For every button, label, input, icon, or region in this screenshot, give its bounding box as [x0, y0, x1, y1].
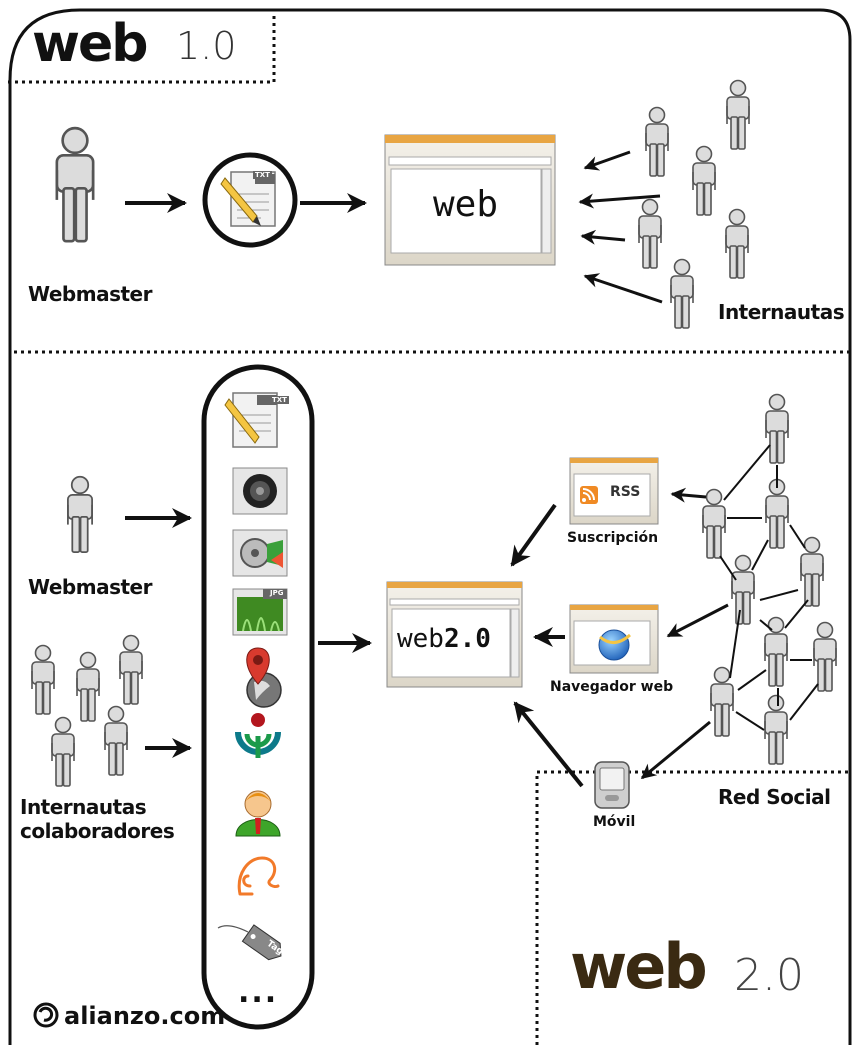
logo-bottom-frame [535, 770, 850, 1045]
outer-frame [8, 8, 852, 1045]
arrow-internauta-to-browser [583, 273, 663, 304]
collaborator-person-icon [51, 716, 75, 787]
internauta-person-icon [638, 198, 662, 269]
tools-ellipsis: ... [238, 975, 279, 1010]
browser-web1-text: web [433, 184, 499, 225]
collaborators-label: Internautas colaboradores [20, 795, 175, 843]
social-person-icon [765, 393, 789, 464]
internauta-person-icon [726, 79, 750, 150]
suscripcion-label: Suscripción [567, 530, 659, 546]
social-person-icon [765, 478, 789, 549]
social-person-icon [702, 488, 726, 559]
arrow-social-to-navegador [666, 603, 729, 638]
arrow-internauta-to-browser [580, 229, 626, 245]
internauta-person-icon [645, 106, 669, 177]
webmaster-person-icon [67, 475, 93, 553]
social-person-icon [731, 554, 755, 625]
social-person-icon [813, 621, 837, 692]
speaker-icon [232, 467, 288, 515]
logo-bottom-version: 2.0 [734, 950, 804, 1001]
rss-window [569, 457, 659, 525]
wikimedia-icon [235, 713, 281, 758]
mobile-phone-icon [594, 761, 630, 809]
collaborator-person-icon [76, 651, 100, 722]
tag-icon [217, 924, 282, 961]
arrow-social-to-rss [670, 487, 707, 503]
arrow-internauta-to-browser [583, 150, 631, 171]
webmaster-label-web1: Webmaster [28, 282, 152, 306]
internauta-person-icon [692, 145, 716, 216]
arrow-rss-to-browser [510, 503, 557, 567]
user-avatar-icon [235, 790, 281, 837]
text-editor-icon [220, 171, 276, 227]
collaborators-label-line2: colaboradores [20, 819, 175, 843]
browser-web2-text-light: web [397, 624, 444, 654]
navegador-label: Navegador web [550, 679, 674, 695]
webmaster-label-web2: Webmaster [28, 575, 152, 599]
copyleft-icon [33, 1002, 59, 1028]
rss-text: RSS [610, 484, 641, 500]
map-pin-globe-icon [246, 647, 282, 708]
browser-web2-text-bold: 2.0 [443, 624, 491, 654]
arrow-internauta-to-browser [578, 193, 661, 209]
collaborators-label-line1: Internautas [20, 795, 147, 819]
txt-icon-label: TXT [253, 171, 272, 179]
logo-top-frame [8, 14, 276, 84]
copyleft-arc-icon [38, 1006, 54, 1022]
footer-copyright: alianzo.com [64, 1002, 226, 1030]
navegador-window [569, 604, 659, 674]
internauta-person-icon [670, 258, 694, 329]
arrow-social-to-mobile [640, 720, 711, 780]
arrow-mobile-to-browser [513, 701, 584, 788]
collaborator-person-icon [31, 644, 55, 715]
collaborator-person-icon [104, 705, 128, 776]
movil-label: Móvil [593, 814, 636, 830]
social-network-links [719, 444, 819, 731]
red-social-label: Red Social [718, 785, 831, 809]
logo-top-word: web [32, 14, 149, 74]
browser-web2-text: web2.0 [397, 624, 491, 654]
social-person-icon [764, 694, 788, 765]
browser-window-web2 [386, 581, 523, 688]
logo-top-version: 1.0 [176, 24, 237, 68]
internauta-person-icon [725, 208, 749, 279]
internautas-label-web1: Internautas [718, 300, 845, 324]
browser-window-web1 [384, 134, 556, 266]
jpg-icon-label: JPG [268, 589, 286, 597]
video-film-icon [232, 529, 288, 577]
txt-icon-label-tools: TXT [270, 396, 289, 404]
jpg-image-icon [232, 588, 288, 636]
logo-bottom-word: web [570, 930, 708, 1003]
collaborator-person-icon [119, 634, 143, 705]
text-document-icon [224, 392, 278, 448]
webmaster-person-icon [55, 126, 95, 243]
elephant-icon [237, 856, 280, 896]
